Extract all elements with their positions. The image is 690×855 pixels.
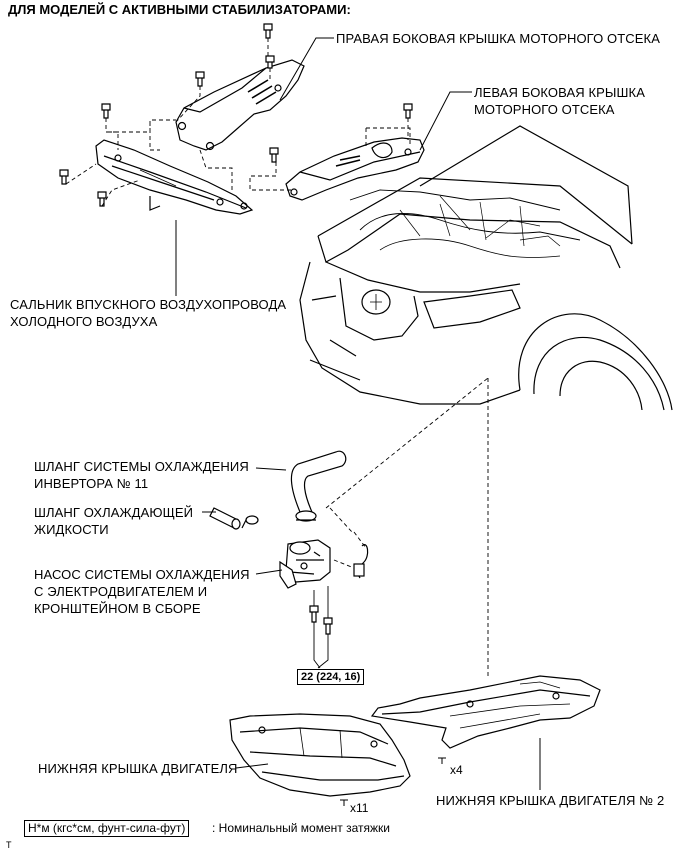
- pump-connector: [353, 544, 369, 579]
- cold-air-intake-duct-seal: [95, 139, 254, 215]
- label-inverter-hose-line1: ШЛАНГ СИСТЕМЫ ОХЛАЖДЕНИЯ: [34, 459, 249, 474]
- label-left-engine-side-cover-line1: ЛЕВАЯ БОКОВАЯ КРЫШКА: [474, 85, 645, 100]
- coolant-hose: [209, 507, 241, 530]
- label-coolant-hose-line2: ЖИДКОСТИ: [34, 522, 109, 537]
- label-inverter-hose-line2: ИНВЕРТОРА № 11: [34, 476, 149, 491]
- label-left-engine-side-cover-line2: МОТОРНОГО ОТСЕКА: [474, 102, 615, 117]
- vehicle-front-illustration: [299, 125, 673, 411]
- torque-units-legend-text: : Номинальный момент затяжки: [212, 821, 390, 835]
- label-right-engine-side-cover: ПРАВАЯ БОКОВАЯ КРЫШКА МОТОРНОГО ОТСЕКА: [336, 31, 660, 46]
- label-engine-under-cover-no2: НИЖНЯЯ КРЫШКА ДВИГАТЕЛЯ № 2: [436, 793, 665, 808]
- label-pump-line2: С ЭЛЕКТРОДВИГАТЕЛЕМ И: [34, 584, 208, 599]
- label-coolant-hose-line1: ШЛАНГ ОХЛАЖДАЮЩЕЙ: [34, 505, 194, 520]
- page-header: ДЛЯ МОДЕЛЕЙ С АКТИВНЫМИ СТАБИЛИЗАТОРАМИ:: [8, 2, 351, 17]
- label-pump-line3: КРОНШТЕЙНОМ В СБОРЕ: [34, 601, 201, 616]
- corner-mark: T: [6, 840, 12, 850]
- bolt-count-x11: x11: [350, 801, 369, 815]
- inverter-cooling-hose: [290, 450, 347, 522]
- right-engine-side-cover: [175, 59, 305, 151]
- torque-spec: 22 (224, 16): [297, 669, 365, 685]
- bolt-count-x4: x4: [450, 763, 463, 777]
- left-engine-side-cover: [285, 137, 425, 201]
- right-cover-bolts: [195, 23, 275, 87]
- leader-lines: [175, 37, 541, 790]
- intake-seal-bolts: [59, 103, 111, 207]
- engine-under-cover-no2: [370, 675, 601, 749]
- label-pump-line1: НАСОС СИСТЕМЫ ОХЛАЖДЕНИЯ: [34, 567, 250, 582]
- engine-under-cover: [229, 713, 411, 797]
- electric-water-pump-assembly: [279, 539, 331, 589]
- label-intake-seal-line2: ХОЛОДНОГО ВОЗДУХА: [10, 314, 158, 329]
- label-engine-under-cover: НИЖНЯЯ КРЫШКА ДВИГАТЕЛЯ: [38, 761, 238, 776]
- pump-bolts: [309, 605, 333, 635]
- label-intake-seal-line1: САЛЬНИК ВПУСКНОГО ВОЗДУХОПРОВОДА: [10, 297, 287, 312]
- hose-clamp: [241, 515, 259, 529]
- torque-units-legend-box: Н*м (кгс*см, фунт-сила-фут): [24, 820, 190, 837]
